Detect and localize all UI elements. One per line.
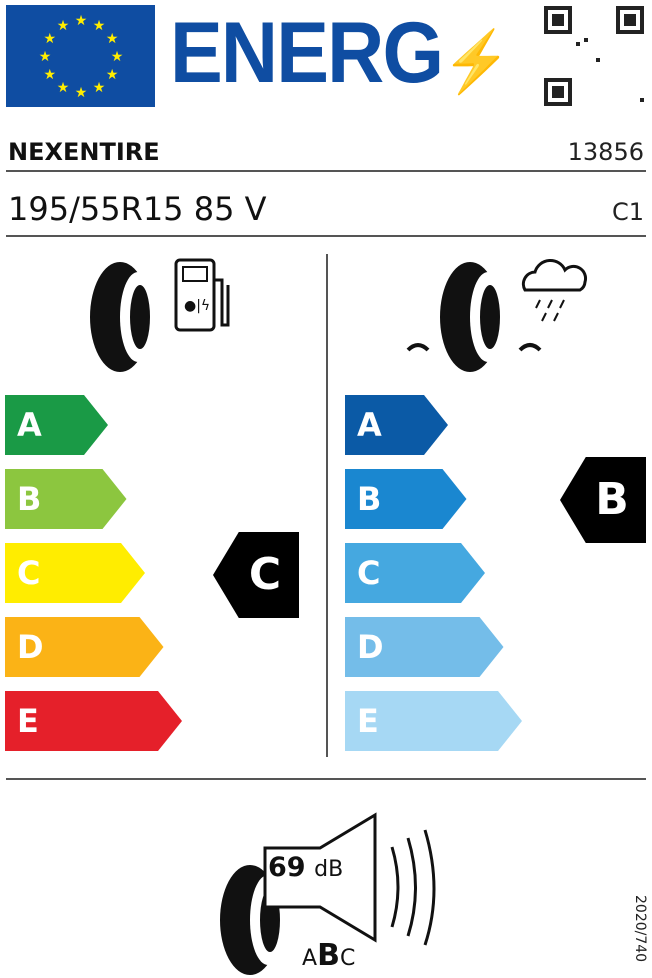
svg-text:★: ★ xyxy=(57,18,70,34)
wet-class-e: E xyxy=(345,691,522,751)
svg-text:●|ϟ: ●|ϟ xyxy=(184,298,210,314)
wet-rating-indicator: B xyxy=(560,457,646,543)
fuel-class-d: D xyxy=(5,617,164,677)
wet-class-d: D xyxy=(345,617,504,677)
noise-class-c: C xyxy=(339,946,356,971)
eu-stars-icon: ★★★★★★★★★★★★ xyxy=(39,13,124,101)
svg-text:★: ★ xyxy=(44,67,57,83)
wet-class-b: B xyxy=(345,469,467,529)
energy-title: ENERG⚡ xyxy=(170,4,511,103)
divider-vertical xyxy=(326,254,328,757)
svg-text:★: ★ xyxy=(75,85,88,101)
fuel-rating: C xyxy=(248,549,282,600)
wet-rating: B xyxy=(595,474,629,525)
svg-text:★: ★ xyxy=(111,49,124,65)
wet-grip-tyre-icon xyxy=(406,259,588,372)
wet-class-c: C xyxy=(345,543,485,603)
fuel-class-e: E xyxy=(5,691,182,751)
fuel-class-a: A xyxy=(5,395,108,455)
fuel-class-b: B xyxy=(5,469,127,529)
svg-text:★: ★ xyxy=(106,67,119,83)
svg-text:★: ★ xyxy=(44,31,57,47)
lightning-icon: ⚡ xyxy=(442,28,511,95)
tyre-class: C1 xyxy=(611,198,644,226)
qr-code-icon xyxy=(544,6,644,106)
svg-text:★: ★ xyxy=(106,31,119,47)
noise-class: ABC xyxy=(302,938,355,973)
svg-text:★: ★ xyxy=(93,80,106,96)
noise-class-a: A xyxy=(302,946,318,971)
eu-flag: ★★★★★★★★★★★★ xyxy=(6,5,155,107)
divider xyxy=(6,170,646,172)
noise-class-b: B xyxy=(317,938,340,973)
noise-value: 69 dB xyxy=(268,852,343,883)
fuel-tyre-icon: ●|ϟ xyxy=(90,258,230,372)
noise-db: 69 xyxy=(268,852,306,883)
svg-text:★: ★ xyxy=(75,13,88,29)
tyre-size: 195/55R15 85 V xyxy=(8,190,267,228)
fuel-class-c: C xyxy=(5,543,145,603)
regulation-number: 2020/740 xyxy=(632,895,648,963)
brand-name: NEXENTIRE xyxy=(8,138,160,166)
title-text: ENERG xyxy=(170,5,444,101)
wet-class-a: A xyxy=(345,395,448,455)
divider xyxy=(6,235,646,237)
svg-text:★: ★ xyxy=(93,18,106,34)
svg-text:★: ★ xyxy=(39,49,52,65)
noise-icon xyxy=(220,812,436,975)
fuel-rating-indicator: C xyxy=(213,532,299,618)
divider xyxy=(6,778,646,780)
svg-text:★: ★ xyxy=(57,80,70,96)
type-identifier: 13856 xyxy=(567,138,644,166)
noise-unit: dB xyxy=(314,857,344,882)
